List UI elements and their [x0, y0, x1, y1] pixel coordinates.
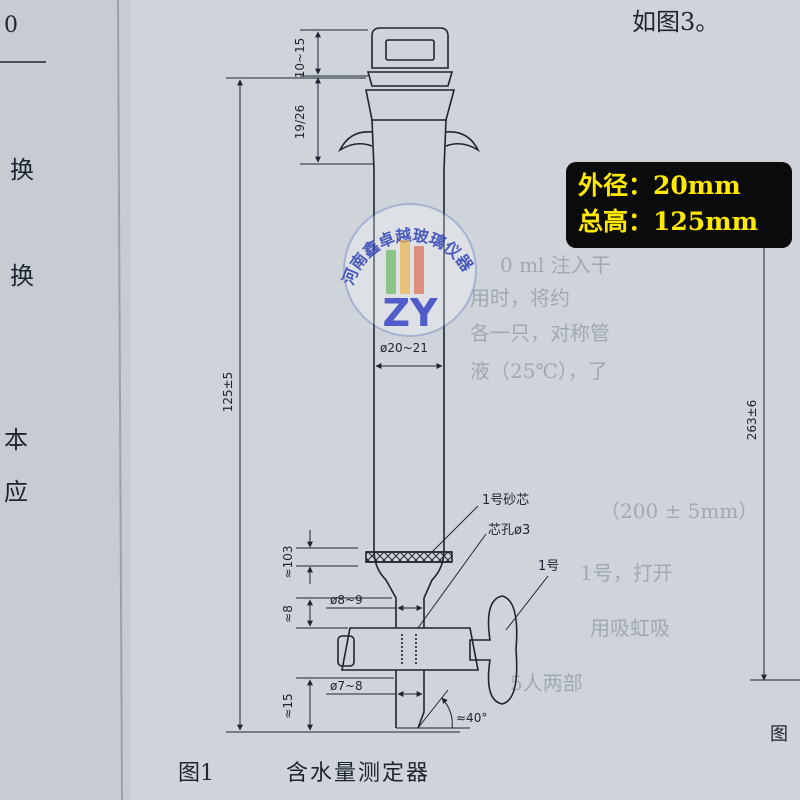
total-height-label: 总高：125mm [578, 207, 759, 236]
outer-diameter-label: 外径：20mm [578, 171, 741, 200]
margin-char-2: 换 [10, 262, 34, 290]
margin-char-1: 换 [10, 156, 34, 184]
callout-stopcock: 1号 [538, 559, 559, 574]
dim-tip-angle: ≈40° [456, 711, 487, 725]
stopper [371, 27, 449, 69]
right-edge-figure-label: 图 [770, 724, 788, 745]
bleed-line-8: 5人两部 [510, 671, 583, 695]
spec-overlay-badge: 外径：20mm 总高：125mm [566, 162, 792, 248]
watermark-logo: 河南鑫卓越玻璃仪器 ZY [338, 203, 477, 337]
top-left-fragment: 0 [4, 13, 18, 38]
sintered-frit [365, 551, 453, 563]
dim-tip-diameter: ø7~8 [330, 679, 363, 693]
page-gutter-shadow [0, 0, 130, 800]
margin-char-3: 本 [4, 426, 28, 454]
bleed-line-5: （200 ± 5mm） [600, 499, 758, 523]
bleed-line-3: 各一只，对称管 [470, 321, 610, 345]
top-right-text: 如图3。 [632, 8, 719, 36]
dimension-lines [226, 29, 800, 733]
dim-tube-diameter: ø20~21 [380, 341, 428, 355]
drip-tip [395, 670, 425, 729]
tube-left-wall [373, 170, 397, 628]
dimension-labels: 10~15 19/26 125±5 ø20~21 ≈103 ≈8 ø8~9 ≈1… [221, 38, 759, 725]
water-content-apparatus [337, 27, 518, 729]
callout-hole: 芯孔ø3 [488, 523, 530, 538]
bleed-through-text: 0 ml 注入干 用时，将约 各一只，对称管 液（25℃），了 （200 ± 5… [470, 253, 758, 695]
tube-right-wall [423, 170, 445, 628]
bleed-line-4: 液（25℃），了 [470, 359, 608, 383]
bleed-line-6: 1号，打开 [580, 561, 673, 585]
right-hook [445, 131, 480, 153]
bleed-line-2: 用时，将约 [470, 286, 570, 310]
left-hook [338, 131, 373, 153]
stopcock-handle [469, 595, 518, 705]
figure-number: 图1 [178, 761, 214, 786]
stopcock-barrel [341, 627, 479, 671]
dim-total-height: 125±5 [221, 372, 235, 413]
bleed-line-7: 用吸虹吸 [590, 616, 670, 640]
watermark-logo-letters: ZY [382, 291, 438, 335]
dim-tip-length: ≈15 [281, 693, 295, 718]
dim-neck-length: ≈8 [281, 605, 295, 623]
dim-joint-length: 19/26 [293, 105, 307, 140]
bleed-line-1: 0 ml 注入干 [500, 253, 611, 277]
dim-joint-top: 10~15 [293, 38, 307, 79]
page-fold-line [117, 0, 123, 800]
dim-neck-diameter: ø8~9 [330, 593, 363, 607]
dim-right-height: 263±6 [745, 400, 759, 441]
dim-frit-gap: ≈103 [281, 546, 295, 579]
callout-frit: 1号砂芯 [482, 493, 529, 508]
figure-title: 含水量测定器 [286, 761, 430, 786]
margin-char-4: 应 [4, 478, 28, 506]
